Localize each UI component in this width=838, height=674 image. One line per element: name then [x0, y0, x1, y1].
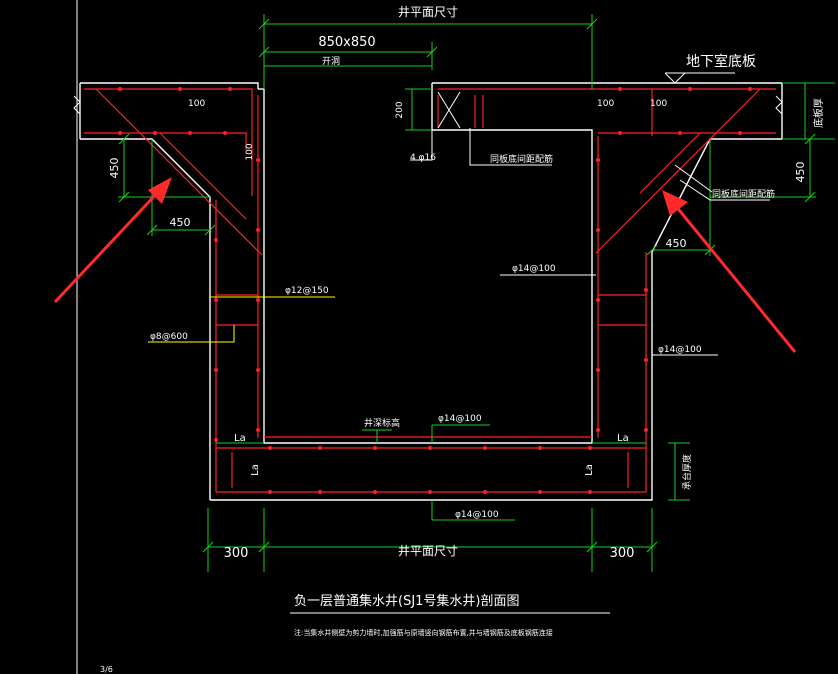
bottom-dim-label: 井平面尺寸	[398, 544, 458, 558]
rebar-phi8-label: φ8@600	[150, 332, 188, 342]
la-right-label: La	[617, 433, 629, 444]
cut-symbols	[73, 95, 783, 115]
wall-thickness-right-b: 100	[650, 99, 667, 109]
rebar-dots	[118, 87, 752, 494]
dim-450-right-v: 450	[794, 162, 807, 183]
la-v-right-label: La	[584, 464, 595, 476]
rebar-phi14-label-a: φ14@100	[512, 264, 556, 274]
corner-label: 3/6	[100, 665, 113, 674]
slab-thickness-label: 底板厚	[812, 98, 825, 128]
rebar-phi14-label-c: φ14@100	[438, 414, 482, 424]
leader-lines-white	[410, 72, 770, 356]
annotation-arrows	[53, 177, 797, 353]
la-left-label: La	[234, 433, 246, 444]
drawing-note: 注:当集水井侧壁为剪力墙时,加强筋与原墙竖向钢筋布置,并与墙钢筋及底板钢筋连接	[294, 628, 553, 637]
dim-450-left-h: 450	[170, 216, 191, 229]
opening-cross	[437, 91, 461, 129]
dimension-lines	[118, 14, 835, 572]
slab-200-label: 200	[395, 101, 405, 118]
basement-slab-label: 地下室底板	[686, 53, 756, 70]
same-as-slab-label-2: 同板底间距配筋	[712, 188, 775, 200]
opening-label: 开洞	[322, 56, 340, 67]
text-labels: 井平面尺寸 850x850 开洞 地下室底板 底板厚 100 100 100 1…	[100, 5, 825, 674]
rebar-lines	[84, 88, 776, 493]
bar-4phi16-label: 4 φ16	[410, 153, 436, 163]
well-depth-label: 井深标高	[364, 417, 400, 429]
vert-100-label: 100	[245, 143, 255, 160]
size-label: 850x850	[318, 35, 375, 50]
raft-thickness-label: 承台厚度	[681, 454, 693, 490]
top-dim-label: 井平面尺寸	[398, 5, 458, 19]
la-v-left-label: La	[250, 464, 261, 476]
wall-thickness-right-a: 100	[597, 99, 614, 109]
rebar-phi14-label-b: φ14@100	[658, 345, 702, 355]
same-as-slab-label-1: 同板底间距配筋	[490, 153, 553, 165]
dim-450-left-v: 450	[108, 158, 121, 179]
leader-lines	[148, 296, 335, 343]
drawing-title: 负一层普通集水井(SJ1号集水井)剖面图	[294, 593, 520, 609]
wall-thickness-left: 100	[188, 99, 205, 109]
bottom-300-left: 300	[224, 546, 249, 561]
rebar-phi14-label-d: φ14@100	[455, 510, 499, 520]
dim-450-right-h: 450	[666, 237, 687, 250]
rebar-phi12-label: φ12@150	[285, 286, 329, 296]
bottom-300-right: 300	[610, 546, 635, 561]
